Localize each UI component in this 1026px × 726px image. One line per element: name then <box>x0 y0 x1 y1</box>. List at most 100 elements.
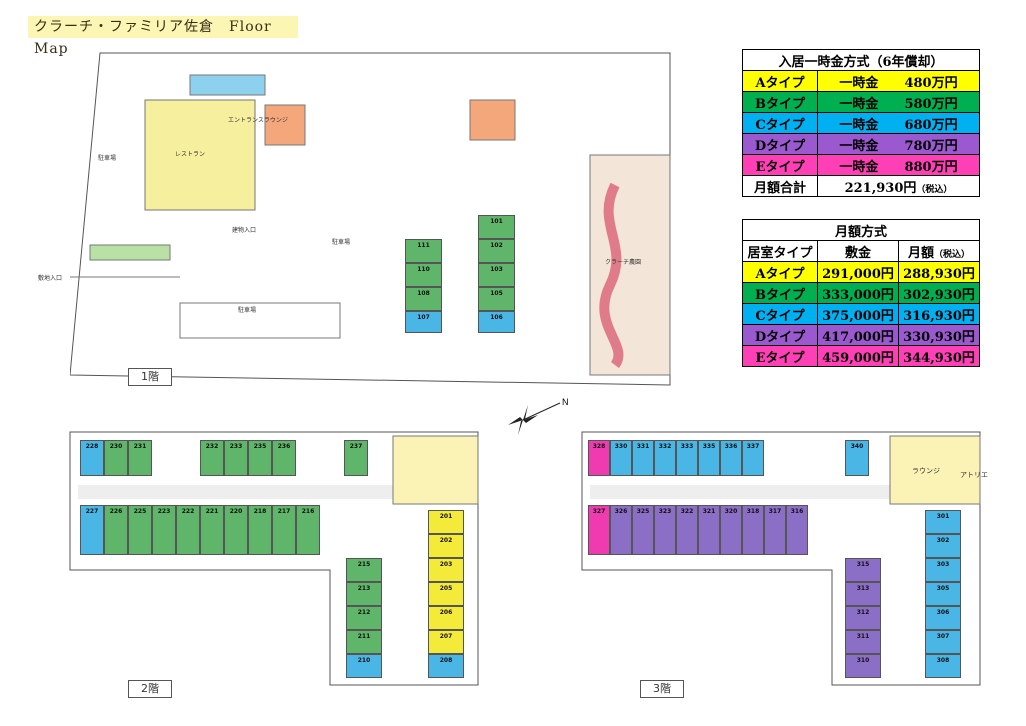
room-108[interactable]: 108 <box>405 287 442 311</box>
room-233[interactable]: 233 <box>224 440 248 476</box>
room-336[interactable]: 336 <box>720 440 742 476</box>
room-337[interactable]: 337 <box>742 440 764 476</box>
type-cell: Aタイプ <box>742 70 818 92</box>
room-218[interactable]: 218 <box>248 505 272 555</box>
room-315[interactable]: 315 <box>845 558 881 582</box>
room-217[interactable]: 217 <box>272 505 296 555</box>
room-106[interactable]: 106 <box>478 311 515 333</box>
room-235[interactable]: 235 <box>248 440 272 476</box>
room-110[interactable]: 110 <box>405 263 442 287</box>
room-310[interactable]: 310 <box>845 654 881 678</box>
room-317[interactable]: 317 <box>764 505 786 555</box>
monthly-row-a: Aタイプ 291,000円 288,930円 <box>742 261 980 283</box>
room-230[interactable]: 230 <box>104 440 128 476</box>
lump-row-b: Bタイプ 一時金 580万円 <box>742 91 980 113</box>
room-308[interactable]: 308 <box>925 654 961 678</box>
room-327[interactable]: 327 <box>588 505 610 555</box>
room-103[interactable]: 103 <box>478 263 515 287</box>
room-331[interactable]: 331 <box>632 440 654 476</box>
room-323[interactable]: 323 <box>654 505 676 555</box>
room-107[interactable]: 107 <box>405 311 442 333</box>
room-210[interactable]: 210 <box>346 654 382 678</box>
room-226[interactable]: 226 <box>104 505 128 555</box>
room-318[interactable]: 318 <box>742 505 764 555</box>
restaurant-label: レストラン <box>175 151 206 158</box>
room-236[interactable]: 236 <box>272 440 296 476</box>
room-332[interactable]: 332 <box>654 440 676 476</box>
monthly-table: 月額方式 居室タイプ 敷金 月額（税込） Aタイプ 291,000円 288,9… <box>742 219 980 367</box>
room-201[interactable]: 201 <box>428 510 464 534</box>
room-301[interactable]: 301 <box>925 510 961 534</box>
room-326[interactable]: 326 <box>610 505 632 555</box>
floor3-label: 3階 <box>640 680 684 698</box>
col-type: 居室タイプ <box>742 240 818 262</box>
room-111[interactable]: 111 <box>405 239 442 263</box>
room-328[interactable]: 328 <box>588 440 610 476</box>
room-313[interactable]: 313 <box>845 582 881 606</box>
room-330[interactable]: 330 <box>610 440 632 476</box>
room-223[interactable]: 223 <box>152 505 176 555</box>
type-cell: Dタイプ <box>742 324 818 346</box>
atelier-label: アトリエ <box>960 471 988 479</box>
room-207[interactable]: 207 <box>428 630 464 654</box>
room-102[interactable]: 102 <box>478 239 515 263</box>
room-232[interactable]: 232 <box>200 440 224 476</box>
room-322[interactable]: 322 <box>676 505 698 555</box>
room-208[interactable]: 208 <box>428 654 464 678</box>
room-215[interactable]: 215 <box>346 558 382 582</box>
room-101[interactable]: 101 <box>478 215 515 239</box>
room-303[interactable]: 303 <box>925 558 961 582</box>
room-321[interactable]: 321 <box>698 505 720 555</box>
amount-cell: 一時金 480万円 <box>817 70 980 92</box>
lump-sum-table: 入居一時金方式（6年償却） Aタイプ 一時金 480万円 Bタイプ 一時金 58… <box>742 49 980 197</box>
room-333[interactable]: 333 <box>676 440 698 476</box>
monthly-row-e: Eタイプ 459,000円 344,930円 <box>742 345 980 367</box>
room-206[interactable]: 206 <box>428 606 464 630</box>
lump-total-row: 月額合計 221,930円（税込） <box>742 175 980 197</box>
room-306[interactable]: 306 <box>925 606 961 630</box>
room-202[interactable]: 202 <box>428 534 464 558</box>
room-221[interactable]: 221 <box>200 505 224 555</box>
room-320[interactable]: 320 <box>720 505 742 555</box>
room-225[interactable]: 225 <box>128 505 152 555</box>
room-305[interactable]: 305 <box>925 582 961 606</box>
room-311[interactable]: 311 <box>845 630 881 654</box>
monthly-row-d: Dタイプ 417,000円 330,930円 <box>742 324 980 346</box>
room-312[interactable]: 312 <box>845 606 881 630</box>
room-325[interactable]: 325 <box>632 505 654 555</box>
floor1-outline <box>70 52 671 386</box>
room-340[interactable]: 340 <box>845 440 869 476</box>
floor2-map: 228 230 231 232 233 235 236 237 227 226 … <box>68 430 488 695</box>
room-105[interactable]: 105 <box>478 287 515 311</box>
lump-row-d: Dタイプ 一時金 780万円 <box>742 133 980 155</box>
room-213[interactable]: 213 <box>346 582 382 606</box>
lump-row-a: Aタイプ 一時金 480万円 <box>742 70 980 92</box>
amount-cell: 一時金 580万円 <box>817 91 980 113</box>
floor1-label: 1階 <box>128 368 172 386</box>
room-211[interactable]: 211 <box>346 630 382 654</box>
monthly-cell: 344,930円 <box>898 345 980 367</box>
room-316[interactable]: 316 <box>786 505 808 555</box>
room-231[interactable]: 231 <box>128 440 152 476</box>
type-cell: Bタイプ <box>742 282 818 304</box>
room-203[interactable]: 203 <box>428 558 464 582</box>
amount-cell: 一時金 880万円 <box>817 154 980 176</box>
room-222[interactable]: 222 <box>176 505 200 555</box>
room-212[interactable]: 212 <box>346 606 382 630</box>
monthly-cell: 316,930円 <box>898 303 980 325</box>
lounge-label: エントランスラウンジ <box>228 117 288 124</box>
room-307[interactable]: 307 <box>925 630 961 654</box>
room-227[interactable]: 227 <box>80 505 104 555</box>
entrance-label: 建物入口 <box>232 227 257 234</box>
room-205[interactable]: 205 <box>428 582 464 606</box>
room-302[interactable]: 302 <box>925 534 961 558</box>
room-335[interactable]: 335 <box>698 440 720 476</box>
monthly-cell: 288,930円 <box>898 261 980 283</box>
room-228[interactable]: 228 <box>80 440 104 476</box>
parking-label: 駐車場 <box>332 239 351 246</box>
room-237[interactable]: 237 <box>344 440 368 476</box>
room-216[interactable]: 216 <box>296 505 320 555</box>
room-220[interactable]: 220 <box>224 505 248 555</box>
lounge-label: ラウンジ <box>912 467 940 475</box>
type-cell: Bタイプ <box>742 91 818 113</box>
